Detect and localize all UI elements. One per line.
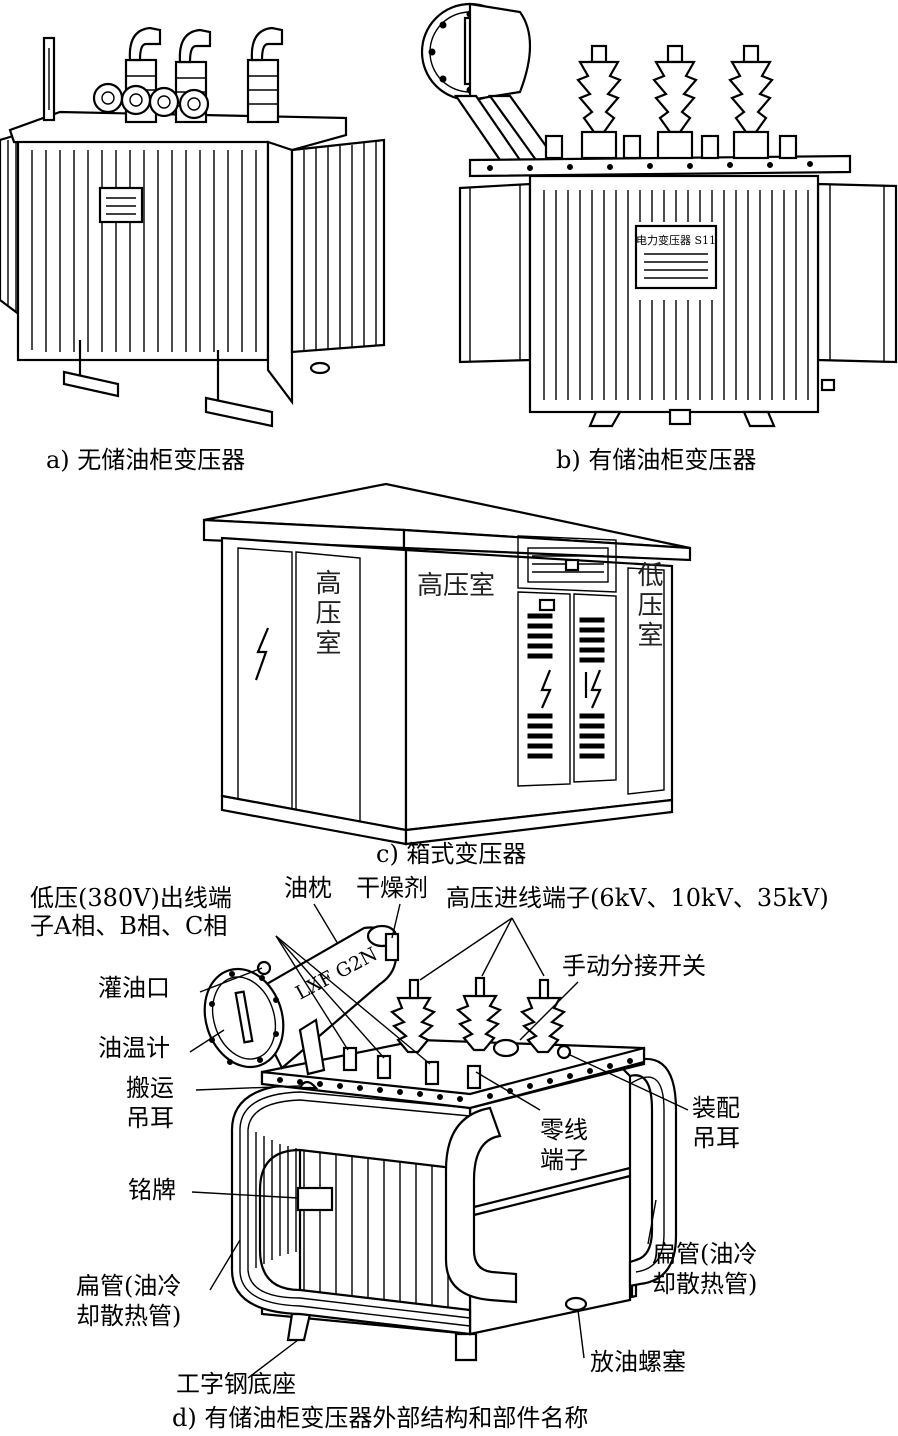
transformer-d-illustration: LXF G2N [203, 924, 678, 1362]
label-assembly-lug-2: 吊耳 [692, 1124, 740, 1152]
room-label-left: 高压室 [311, 569, 341, 659]
transformer-b-illustration: 电力变压器 S11 [420, 2, 898, 428]
label-flat-tube-right-1: 扁管(油冷 [652, 1240, 757, 1268]
label-low-voltage-terminal: 低压(380V)出线端 [30, 884, 232, 912]
label-low-voltage-phases: 子A相、B相、C相 [30, 912, 227, 940]
label-nameplate: 铭牌 [128, 1176, 176, 1204]
label-i-beam-base: 工字钢底座 [176, 1370, 296, 1398]
nameplate-b-text: 电力变压器 S11 [636, 233, 716, 247]
hv-warning-icon-left [254, 627, 270, 681]
label-flat-tube-right-2: 却散热管) [652, 1270, 757, 1298]
caption-b: b) 有储油柜变压器 [556, 446, 756, 474]
label-oil-fill: 灌油口 [98, 974, 170, 1002]
leader-lines [189, 903, 689, 1379]
label-tap-switch: 手动分接开关 [562, 952, 706, 980]
label-hv-terminal: 高压进线端子(6kV、10kV、35kV) [446, 884, 829, 912]
label-drain-plug: 放油螺塞 [590, 1348, 686, 1376]
label-conservator: 油枕 [284, 874, 332, 902]
bushing-group-b [544, 44, 798, 160]
transformer-c-illustration [202, 482, 692, 846]
label-assembly-lug-1: 装配 [692, 1094, 740, 1122]
room-label-middle: 高压室 [417, 571, 495, 601]
label-flat-tube-left-1: 扁管(油冷 [76, 1272, 181, 1300]
hv-warning-icon-center [540, 669, 552, 709]
label-transport-lug-1: 搬运 [126, 1074, 174, 1102]
room-label-right: 低压室 [633, 561, 663, 651]
label-transport-lug-2: 吊耳 [126, 1104, 174, 1132]
caption-c: c) 箱式变压器 [376, 840, 526, 868]
label-oil-thermometer: 油温计 [98, 1034, 170, 1062]
hv-warning-icon-right [590, 669, 602, 709]
label-neutral-terminal-1: 零线 [540, 1116, 588, 1144]
transformer-a-illustration [0, 26, 386, 428]
label-neutral-terminal-2: 端子 [540, 1146, 588, 1174]
caption-a: a) 无储油柜变压器 [46, 446, 245, 474]
label-desiccant: 干燥剂 [356, 874, 428, 902]
caption-d: d) 有储油柜变压器外部结构和部件名称 [172, 1404, 588, 1432]
label-flat-tube-left-2: 却散热管) [76, 1302, 181, 1330]
